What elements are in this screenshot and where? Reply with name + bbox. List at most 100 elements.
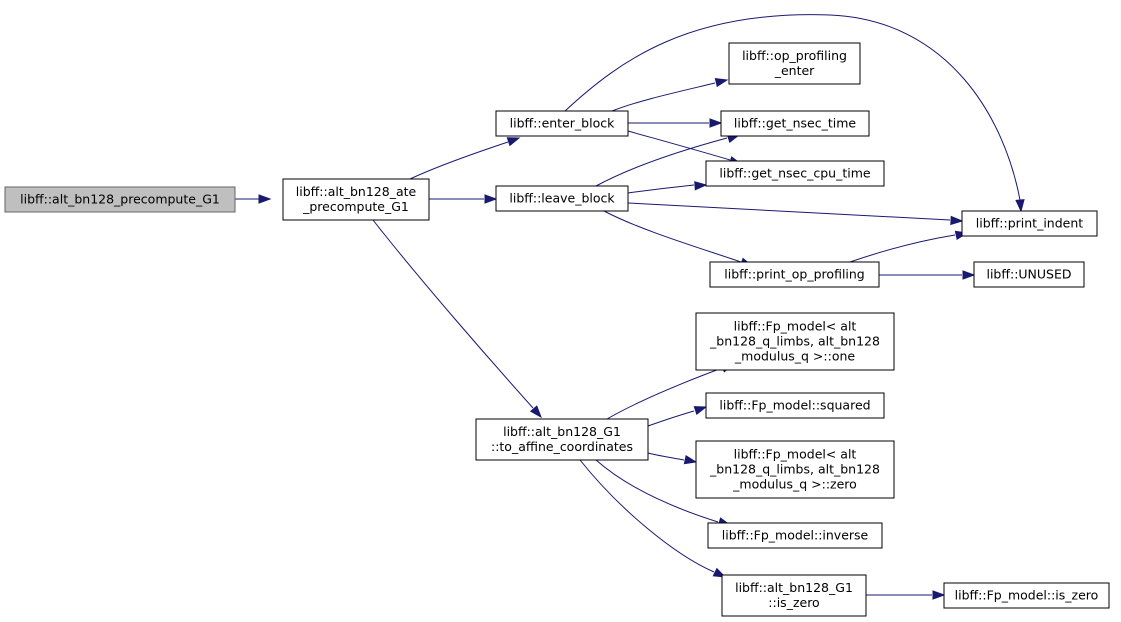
node-box [695, 440, 895, 499]
node-box [475, 418, 649, 461]
edge-line [647, 410, 695, 427]
node-box [961, 210, 1098, 237]
node-box [282, 178, 430, 221]
arrowhead-icon [506, 137, 521, 147]
node-n8[interactable]: libff::print_indent [961, 210, 1098, 237]
node-label: libff::alt_bn128_G1 [503, 424, 621, 439]
arrowhead-icon [258, 194, 272, 204]
edge-n1-n2 [409, 137, 521, 180]
edge-line [372, 219, 534, 409]
arrowhead-icon [709, 118, 723, 128]
node-label: libff::print_op_profiling [724, 267, 865, 282]
node-label: _modulus_q >::zero [732, 477, 857, 492]
node-label: libff::leave_block [509, 191, 615, 206]
node-label: ::is_zero [768, 595, 819, 610]
edge-n4-n12 [647, 406, 708, 427]
node-box [720, 110, 870, 137]
arrowhead-icon [694, 181, 708, 191]
node-n10[interactable]: libff::UNUSED [973, 261, 1085, 288]
node-box [709, 261, 880, 288]
edge-line [849, 234, 956, 263]
edge-n2-n6 [628, 118, 723, 128]
edge-n3-n8 [627, 202, 964, 226]
node-label: libff::get_nsec_cpu_time [719, 166, 870, 181]
edge-n2-n5 [611, 77, 729, 112]
node-n5[interactable]: libff::op_profiling_enter [728, 42, 861, 85]
node-label: _bn128_q_limbs, alt_bn128 [709, 462, 880, 477]
node-label: libff::print_indent [976, 216, 1083, 231]
node-box [495, 110, 629, 137]
edge-line [603, 210, 742, 263]
node-label: libff::Fp_model::squared [719, 398, 870, 413]
node-label: _precompute_G1 [302, 199, 409, 214]
node-label: _enter [774, 63, 815, 78]
node-label: libff::alt_bn128_ate [296, 184, 417, 199]
edge-n9-n8 [849, 230, 969, 263]
node-label: libff::alt_bn128_G1 [735, 580, 853, 595]
edge-n3-n7 [627, 181, 708, 194]
edge-line [579, 459, 715, 573]
edge-n9-n10 [879, 270, 976, 280]
edge-line [647, 452, 685, 461]
node-n0[interactable]: libff::alt_bn128_precompute_G1 [4, 186, 236, 213]
edge-line [627, 130, 731, 161]
node-n4[interactable]: libff::alt_bn128_G1::to_affine_coordinat… [475, 418, 649, 461]
node-n11[interactable]: libff::Fp_model< alt_bn128_q_limbs, alt_… [695, 312, 895, 371]
edge-n0-n1 [235, 194, 272, 204]
arrowhead-icon [529, 405, 542, 419]
edge-line [595, 137, 728, 187]
node-n16[interactable]: libff::Fp_model::is_zero [943, 582, 1110, 609]
node-n3[interactable]: libff::leave_block [495, 185, 629, 212]
node-n15[interactable]: libff::alt_bn128_G1::is_zero [721, 574, 867, 617]
node-box [973, 261, 1085, 288]
node-n2[interactable]: libff::enter_block [495, 110, 629, 137]
node-box [495, 185, 629, 212]
edge-n4-n13 [647, 452, 698, 465]
node-label: libff::op_profiling [742, 48, 847, 63]
node-n1[interactable]: libff::alt_bn128_ate_precompute_G1 [282, 178, 430, 221]
arrowhead-icon [693, 406, 708, 416]
node-box [943, 582, 1110, 609]
node-box [728, 42, 861, 85]
edge-n3-n9 [603, 210, 754, 267]
node-n6[interactable]: libff::get_nsec_time [720, 110, 870, 137]
node-box [705, 392, 885, 419]
node-n7[interactable]: libff::get_nsec_cpu_time [705, 160, 885, 187]
node-label: libff::UNUSED [986, 267, 1071, 282]
arrowhead-icon [950, 215, 964, 226]
node-n12[interactable]: libff::Fp_model::squared [705, 392, 885, 419]
node-label: libff::get_nsec_time [734, 116, 856, 131]
node-box [705, 160, 885, 187]
node-label: libff::Fp_model::is_zero [955, 588, 1099, 603]
node-label: ::to_affine_coordinates [491, 439, 633, 454]
arrowhead-icon [932, 590, 946, 600]
arrowhead-icon [962, 270, 976, 280]
arrowhead-icon [683, 454, 698, 465]
arrowhead-icon [1015, 199, 1025, 213]
node-label: libff::enter_block [510, 116, 615, 131]
node-label: libff::Fp_model< alt [734, 447, 857, 462]
edge-line [606, 367, 723, 420]
edge-n1-n4 [372, 219, 542, 419]
node-label: libff::Fp_model::inverse [722, 528, 869, 543]
arrowhead-icon [484, 194, 498, 204]
edge-line [627, 202, 951, 221]
node-box [695, 312, 895, 371]
node-box [4, 186, 236, 213]
edge-line [595, 459, 719, 523]
arrowhead-icon [714, 77, 729, 88]
node-n13[interactable]: libff::Fp_model< alt_bn128_q_limbs, alt_… [695, 440, 895, 499]
node-n14[interactable]: libff::Fp_model::inverse [707, 522, 883, 549]
edge-line [627, 184, 695, 194]
edges-layer [235, 14, 1025, 600]
edge-n2-n8 [564, 14, 1025, 213]
edge-line [611, 82, 716, 112]
node-label: libff::alt_bn128_precompute_G1 [20, 192, 220, 207]
edge-line [409, 141, 509, 180]
node-label: _modulus_q >::one [734, 349, 855, 364]
node-n9[interactable]: libff::print_op_profiling [709, 261, 880, 288]
node-label: _bn128_q_limbs, alt_bn128 [709, 334, 880, 349]
node-label: libff::Fp_model< alt [734, 319, 857, 334]
